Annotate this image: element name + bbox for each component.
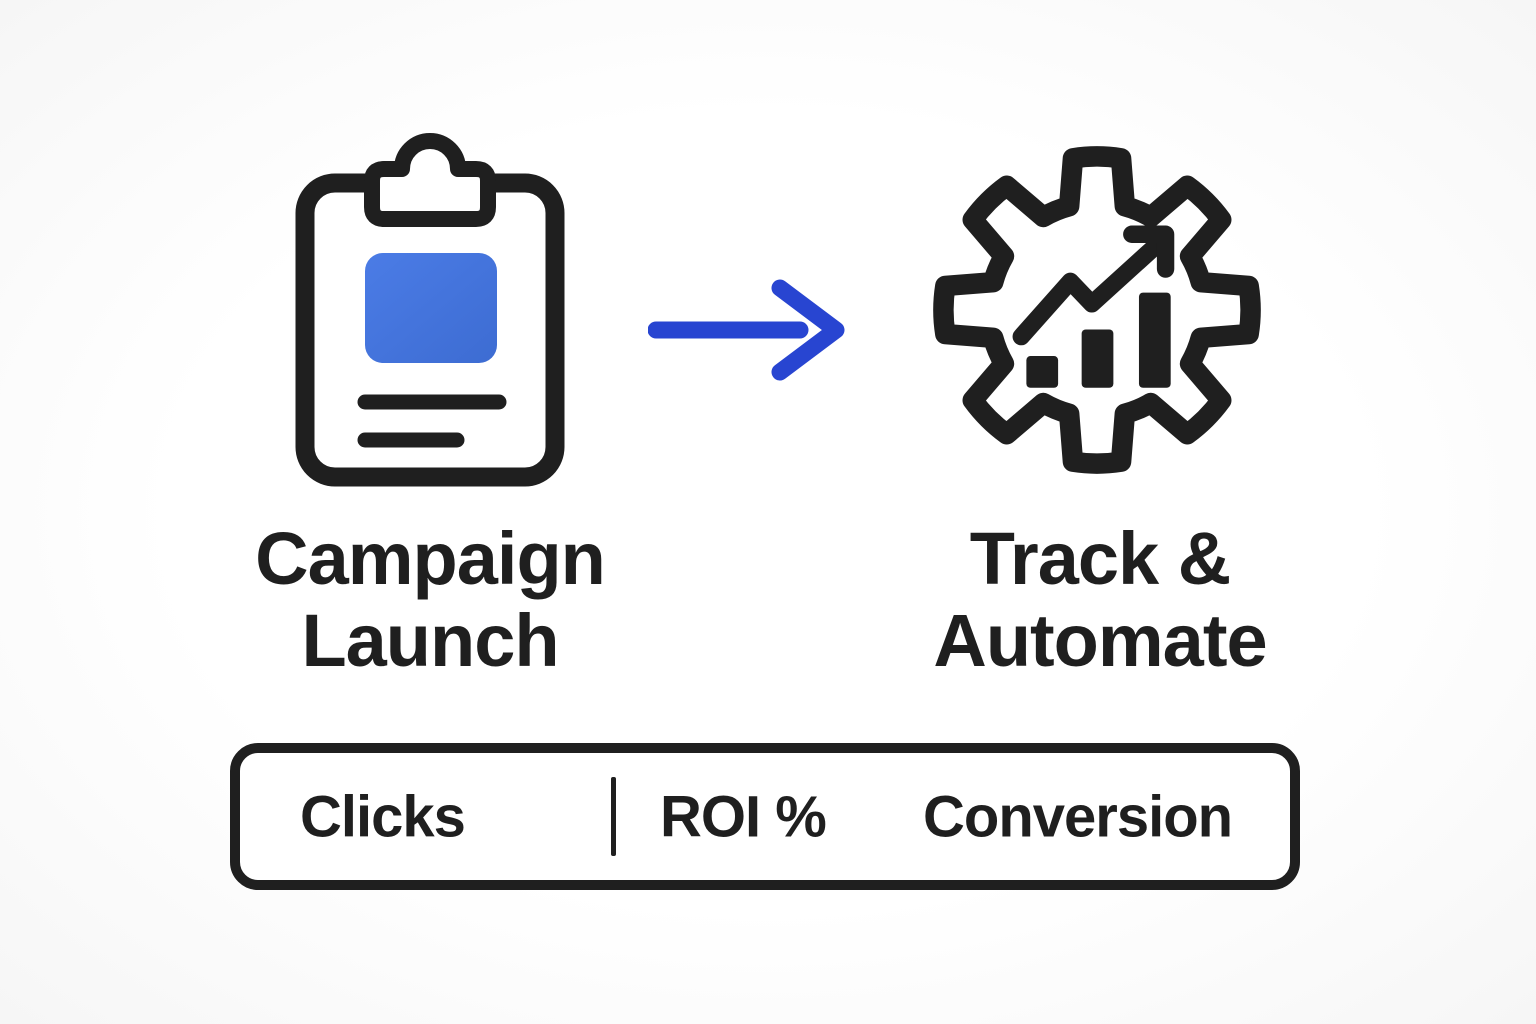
step-label-line: Automate (933, 599, 1267, 682)
metrics-bar: Clicks ROI % Conversion (230, 743, 1300, 890)
gear-chart-icon (933, 146, 1261, 474)
metric-conversion: Conversion (923, 784, 1233, 849)
growth-arrow-icon (1012, 225, 1175, 346)
step-label-line: Track & (969, 517, 1231, 600)
step-label-line: Campaign (255, 517, 606, 600)
clipboard-icon (295, 133, 565, 487)
metric-clicks: Clicks (300, 784, 466, 849)
growth-bars-icon (1026, 292, 1171, 388)
step-label-track-automate: Track & Automate (840, 518, 1360, 682)
step-label-line: Launch (301, 599, 559, 682)
clipboard-blue-panel (365, 253, 497, 363)
step-label-campaign-launch: Campaign Launch (170, 518, 690, 682)
metric-roi: ROI % (660, 784, 827, 849)
metric-divider (611, 777, 616, 856)
arrow-right-icon (648, 279, 845, 381)
clipboard-clip (364, 133, 496, 227)
